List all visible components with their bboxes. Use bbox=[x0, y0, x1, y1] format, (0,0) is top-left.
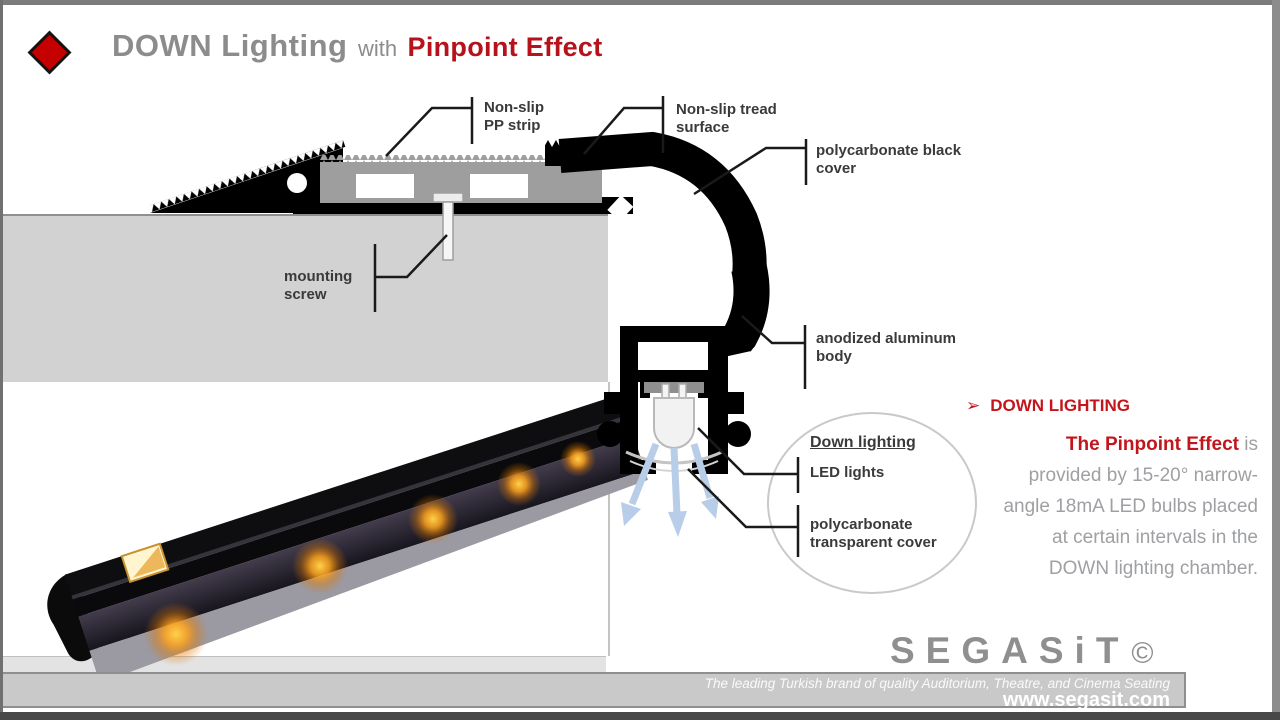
brand-logo-text: SEGASiT bbox=[890, 630, 1130, 671]
led-holder-shape bbox=[644, 382, 704, 393]
label-transparent-cover: polycarbonate transparent cover bbox=[810, 516, 937, 551]
product-photo-illustration bbox=[47, 394, 648, 684]
footer-website: www.segasit.com bbox=[1002, 689, 1170, 711]
arrow-bullet-icon: ➢ bbox=[966, 396, 981, 415]
page-title: DOWN Lighting with Pinpoint Effect bbox=[112, 28, 603, 64]
black-cover-shape bbox=[558, 131, 767, 278]
profile-hook-notch bbox=[287, 173, 307, 193]
title-main: DOWN Lighting bbox=[112, 28, 348, 63]
title-connector: with bbox=[357, 36, 398, 61]
down-lighting-circle bbox=[767, 412, 977, 594]
label-pp-strip: Non-slip PP strip bbox=[484, 99, 544, 134]
footer-tagline: The leading Turkish brand of quality Aud… bbox=[704, 676, 1170, 691]
callout-line: at certain intervals in the bbox=[1052, 527, 1258, 548]
callout-heading: ➢DOWN LIGHTING bbox=[966, 396, 1131, 415]
brand-logo: SEGASiT© bbox=[890, 630, 1154, 672]
label-black-cover: polycarbonate black cover bbox=[816, 142, 962, 177]
footer-band: The leading Turkish brand of quality Aud… bbox=[0, 672, 1186, 711]
wall-substrate-region bbox=[0, 214, 608, 384]
label-tread-surface: Non-slip tread surface bbox=[676, 101, 777, 136]
callout-line: angle 18mA LED bulbs placed bbox=[1003, 496, 1258, 517]
callout-connectors bbox=[373, 96, 808, 557]
label-down-lighting: Down lighting bbox=[810, 434, 916, 451]
callout-line: DOWN lighting chamber. bbox=[1048, 558, 1258, 579]
slide-border-top bbox=[0, 0, 1280, 5]
label-led-lights: LED lights bbox=[810, 464, 885, 481]
title-accent: Pinpoint Effect bbox=[407, 32, 603, 62]
led-bulb-shape bbox=[653, 383, 695, 449]
label-aluminum-body: anodized aluminum body bbox=[816, 330, 957, 365]
callout-paragraph: The Pinpoint Effect is provided by 15-20… bbox=[938, 429, 1258, 584]
profile-cross-section bbox=[149, 131, 770, 537]
led-glow-spots bbox=[144, 441, 596, 666]
slide-border-left bbox=[0, 0, 3, 720]
copyright-icon: © bbox=[1131, 637, 1154, 670]
slide-border-bottom bbox=[0, 712, 1280, 720]
callout-line: provided by 15-20° narrow- bbox=[1028, 465, 1258, 486]
light-beam-arrows bbox=[621, 442, 719, 537]
mounting-screw-shape bbox=[432, 192, 464, 261]
callout-accent-phrase: The Pinpoint Effect bbox=[1065, 434, 1239, 455]
slide-border-right bbox=[1272, 0, 1280, 720]
label-mounting-screw: mounting screw bbox=[284, 268, 353, 303]
